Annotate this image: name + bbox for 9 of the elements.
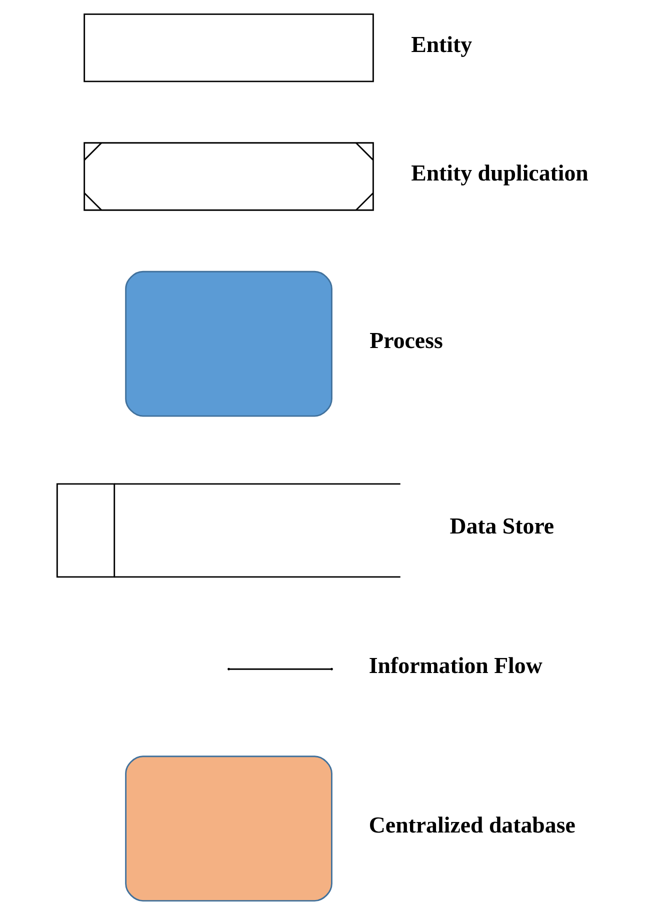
- node-label: Entity: [411, 32, 472, 57]
- node-box: [125, 756, 332, 902]
- legend-label: Information Flow: [368, 653, 542, 678]
- node-box: [125, 270, 332, 417]
- node-box: [84, 13, 374, 82]
- node-label: Entity duplication: [411, 160, 588, 186]
- node-label: Data Store: [450, 514, 554, 539]
- node-label: Centralized database: [368, 812, 576, 838]
- node-label: Process: [370, 328, 443, 353]
